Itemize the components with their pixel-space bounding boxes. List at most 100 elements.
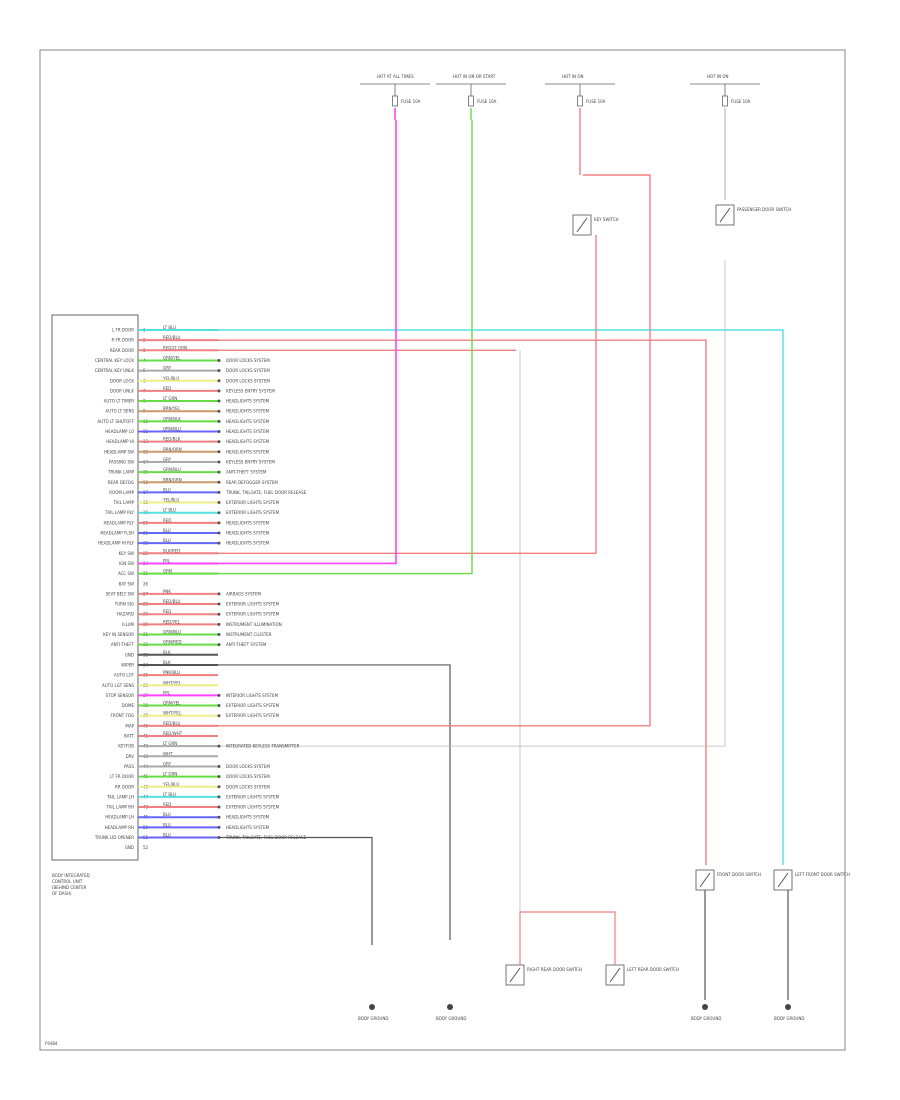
connector-pin-number: 52 — [143, 845, 149, 850]
ground-label: BODY GROUND — [774, 1016, 804, 1021]
wire-color-label: LT BLU — [163, 325, 176, 330]
fuse-rating: FUSE 10A — [586, 99, 606, 104]
wire-arrow-icon — [217, 470, 221, 474]
connector-pin-number: 26 — [143, 581, 149, 586]
ground-icon — [447, 1004, 453, 1010]
wire-color-label: GRN/YEL — [163, 355, 181, 360]
wire-color-label: BLK/RED — [163, 548, 180, 553]
wire-arrow-icon — [217, 399, 221, 403]
connector-pin-name: BATT — [124, 734, 135, 739]
switch-label: KEY SWITCH — [594, 217, 619, 222]
wire-destination: HEADLIGHTS SYSTEM — [226, 531, 270, 536]
switch-contact-icon — [509, 967, 521, 983]
module-caption-line: CONTROL UNIT — [52, 879, 83, 884]
connector-pin-name: HEADLAMP RH — [105, 825, 134, 830]
wire-map — [138, 174, 651, 727]
wire-color-label: LT GRN — [163, 741, 177, 746]
connector-pin-name: AUTO LT TIMER — [104, 399, 135, 404]
fuse-rating: FUSE 10A — [477, 99, 497, 104]
connector-pin-name: AUTO LT SHUTOFF — [97, 419, 134, 424]
connector-pin-name: ROOM LAMP — [109, 490, 134, 495]
wire-color-label: GRN — [163, 569, 172, 574]
connector-pin-name: TAIL LAMP — [113, 500, 135, 505]
wire-destination: EXTERIOR LIGHTS SYSTEM — [226, 510, 280, 515]
connector-pin-name: HAZARD — [117, 612, 134, 617]
wire-destination: INTEGRATED KEYLESS TRANSMITTER — [226, 744, 300, 749]
wire-color-label: BRN/YEL — [163, 406, 181, 411]
wire-ground-b — [138, 664, 451, 940]
wire-color-label: ORN/BLU — [163, 427, 181, 432]
wire-arrow-icon — [217, 521, 221, 525]
wire-arrow-icon — [217, 704, 221, 708]
wire-destination: EXTERIOR LIGHTS SYSTEM — [226, 500, 280, 505]
wire-destination: INTERIOR LIGHTS SYSTEM — [226, 693, 279, 698]
wire-color-label: LT GRN — [163, 396, 177, 401]
module-caption-line: OF DASH) — [52, 891, 72, 896]
wire-color-label: GRN/BLU — [163, 630, 181, 635]
connector-pin-name: L FR DOOR — [112, 328, 134, 333]
wire-destination: HEADLIGHTS SYSTEM — [226, 825, 270, 830]
switch-label: LEFT FRONT DOOR SWITCH — [795, 872, 850, 877]
connector-pin-name: REAR DEFOG — [108, 480, 134, 485]
wire-color-label: BRN/ORN — [163, 447, 182, 452]
switch-contact-icon — [777, 872, 789, 888]
connector-pin-name: BAT SW — [119, 581, 134, 586]
ground-icon — [702, 1004, 708, 1010]
wire-color-label: PPL — [163, 690, 171, 695]
wire-color-label: LT BLU — [163, 508, 176, 513]
wire-arrow-icon — [217, 764, 221, 768]
wire-color-label: RED/BLU — [163, 721, 181, 726]
wire-destination: EXTERIOR LIGHTS SYSTEM — [226, 703, 280, 708]
wire-arrow-icon — [217, 511, 221, 515]
connector-pin-name: RR DOOR — [115, 784, 134, 789]
wire-destination: HEADLIGHTS SYSTEM — [226, 541, 270, 546]
wire-color-label: RED/BLK — [163, 437, 181, 442]
connector-pin-name: KEY SW — [119, 551, 134, 556]
wire-arrow-icon — [217, 490, 221, 494]
wire-color-label: BLU — [163, 833, 171, 838]
wire-color-label: RED/LT GRN — [163, 345, 187, 350]
wire-color-label: GRN/RED — [163, 640, 182, 645]
connector-pin-name: PASSING SW — [109, 459, 134, 464]
wire-destination: DOOR LOCKS SYSTEM — [226, 774, 270, 779]
connector-pin-name: REAR DOOR — [110, 348, 134, 353]
wire-arrow-icon — [217, 541, 221, 545]
power-source-label: HOT IN ON — [562, 74, 583, 79]
wire-arrow-icon — [217, 693, 221, 697]
wire-color-label: BLU — [163, 812, 171, 817]
wire-color-label: BLU — [163, 822, 171, 827]
switch-label: RIGHT REAR DOOR SWITCH — [527, 967, 582, 972]
connector-pin-name: HEADLAMP LH — [105, 815, 134, 820]
wire-arrow-icon — [217, 602, 221, 606]
diagram-frame — [39, 49, 846, 1051]
wire-color-label: BRN/GRN — [163, 477, 182, 482]
wire-color-label: RED/WHT — [163, 731, 183, 736]
ground-icon — [369, 1004, 375, 1010]
wire-arrow-icon — [217, 825, 221, 829]
control-unit — [51, 314, 139, 861]
wire-color-label: BLU — [163, 528, 171, 533]
switch-body — [572, 214, 592, 236]
connector-pin-name: GND — [125, 845, 134, 850]
connector-pin-name: HEADLAMP LO — [105, 429, 134, 434]
wire-destination: DOOR LOCKS SYSTEM — [226, 784, 270, 789]
wire-color-label: PNK — [163, 589, 171, 594]
wire-color-label: WHT/YEL — [163, 680, 182, 685]
wire-destination: HEADLIGHTS SYSTEM — [226, 429, 270, 434]
wire-destination: HEADLIGHTS SYSTEM — [226, 399, 270, 404]
wire-color-label: LT BLU — [163, 792, 176, 797]
wire-color-label: RED/BLU — [163, 599, 181, 604]
wire-arrow-icon — [217, 795, 221, 799]
wire-destination: DOOR LOCKS SYSTEM — [226, 368, 270, 373]
ground-label: BODY GROUND — [436, 1016, 466, 1021]
connector-pin-name: FRONT FOG — [111, 713, 134, 718]
module-caption-line: BODY INTEGRATED — [52, 873, 90, 878]
wire-rear-switch-bridge — [519, 911, 616, 965]
wire-arrow-icon — [217, 785, 221, 789]
wire-destination: REAR DEFOGGER SYSTEM — [226, 480, 278, 485]
wire-color-label: YEL/BLU — [162, 376, 179, 381]
wire-arrow-icon — [217, 775, 221, 779]
connector-pin-name: STOP SENSOR — [106, 693, 135, 698]
